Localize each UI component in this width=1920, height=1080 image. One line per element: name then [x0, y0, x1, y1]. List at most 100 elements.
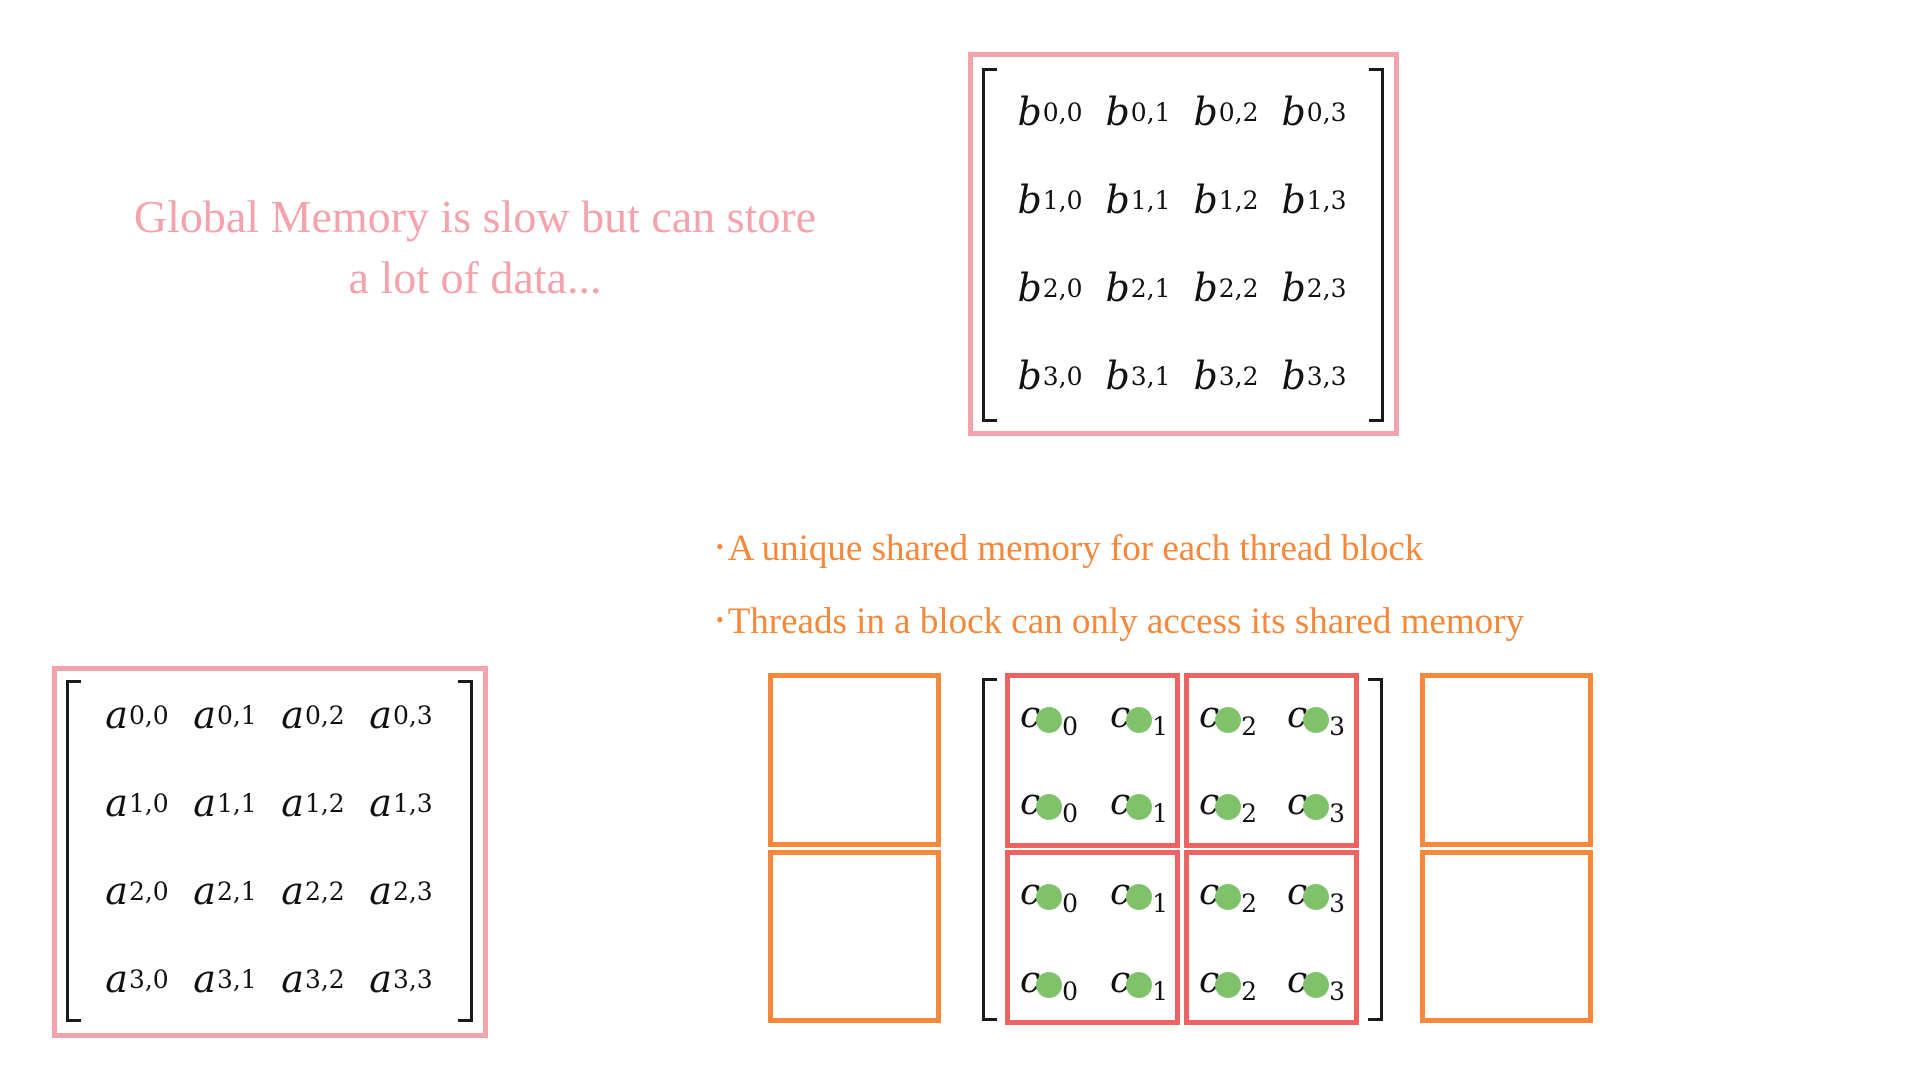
thread-dot-3-1: [1126, 972, 1152, 998]
matrix_b-symbol: b: [1017, 90, 1042, 134]
thread-dot-0-0: [1036, 707, 1062, 733]
matrix-c-symbol: c: [1199, 695, 1220, 736]
matrix-b-left-bracket: [982, 68, 997, 422]
matrix_a-symbol: a: [105, 957, 128, 1001]
matrix_b-subscript: 0,2: [1218, 97, 1259, 127]
thread-dot-2-2: [1215, 884, 1241, 910]
matrix_b-subscript: 3,0: [1042, 361, 1083, 391]
matrix_a-subscript: 3,1: [216, 964, 257, 994]
matrix-a-left-bracket: [66, 680, 81, 1022]
thread-dot-2-3: [1303, 884, 1329, 910]
matrix_b-subscript: 3,2: [1218, 361, 1259, 391]
matrix-c-subscript: 3: [1329, 889, 1346, 918]
matrix_a-subscript: 2,1: [216, 876, 257, 906]
matrix-c-subscript: 2: [1241, 889, 1258, 918]
matrix_a-symbol: a: [281, 693, 304, 737]
matrix-c-symbol: c: [1020, 872, 1041, 913]
matrix-c-subscript: 3: [1329, 977, 1346, 1006]
matrix-c-subscript: 1: [1152, 712, 1169, 741]
shared-memory-block-right-top: [1420, 673, 1593, 847]
matrix_b-symbol: b: [1105, 90, 1130, 134]
thread-dot-0-2: [1215, 707, 1241, 733]
thread-dot-1-2: [1215, 794, 1241, 820]
thread-dot-2-1: [1126, 884, 1152, 910]
caption-line-2: a lot of data...: [348, 252, 602, 303]
thread-block-0-0: [1005, 673, 1180, 848]
thread-block-1-1: [1184, 850, 1359, 1025]
matrix_a-symbol: a: [369, 693, 392, 737]
matrix-a-right-bracket: [458, 680, 473, 1022]
matrix-c-subscript: 3: [1329, 712, 1346, 741]
shared-memory-block-left-top: [768, 673, 941, 847]
matrix_a-symbol: a: [369, 869, 392, 913]
shared-memory-block-right-bottom: [1420, 850, 1593, 1023]
matrix-c-subscript: 2: [1241, 977, 1258, 1006]
thread-dot-1-0: [1036, 794, 1062, 820]
matrix_a-subscript: 2,0: [128, 876, 169, 906]
matrix_b-symbol: b: [1105, 354, 1130, 398]
matrix_a-subscript: 3,0: [128, 964, 169, 994]
matrix_a-subscript: 2,3: [392, 876, 433, 906]
matrix-c-subscript: 2: [1241, 799, 1258, 828]
matrix-c-symbol: c: [1110, 782, 1131, 823]
thread-block-0-1: [1184, 673, 1359, 848]
matrix_b-subscript: 3,1: [1130, 361, 1171, 391]
matrix_a-symbol: a: [105, 869, 128, 913]
matrix_b-subscript: 2,3: [1306, 273, 1347, 303]
matrix_b-symbol: b: [1105, 178, 1130, 222]
matrix_a-subscript: 0,0: [128, 700, 169, 730]
thread-dot-1-3: [1303, 794, 1329, 820]
matrix_a-symbol: a: [369, 781, 392, 825]
matrix_a-symbol: a: [193, 957, 216, 1001]
shared-memory-block-left-bottom: [768, 850, 941, 1023]
matrix_a-symbol: a: [281, 957, 304, 1001]
matrix_b-subscript: 2,0: [1042, 273, 1083, 303]
caption-line-1: Global Memory is slow but can store: [133, 191, 817, 242]
matrix_b-subscript: 1,0: [1042, 185, 1083, 215]
matrix_a-subscript: 0,2: [304, 700, 345, 730]
matrix-c-symbol: c: [1287, 872, 1308, 913]
matrix_a-subscript: 1,0: [128, 788, 169, 818]
matrix-c-subscript: 0: [1062, 799, 1079, 828]
matrix-c-symbol: c: [1287, 960, 1308, 1001]
bullet-1-text: A unique shared memory for each thread b…: [727, 528, 1424, 569]
matrix-c-left-bracket: [982, 678, 997, 1021]
matrix_b-symbol: b: [1105, 266, 1130, 310]
matrix_b-symbol: b: [1017, 178, 1042, 222]
matrix_b-symbol: b: [1281, 178, 1306, 222]
matrix_b-symbol: b: [1193, 354, 1218, 398]
matrix-c-symbol: c: [1110, 872, 1131, 913]
matrix_b-subscript: 0,3: [1306, 97, 1347, 127]
matrix-c-symbol: c: [1287, 695, 1308, 736]
global-memory-matrix-b: [968, 52, 1399, 436]
global-memory-caption: Global Memory is slow but can store a lo…: [100, 186, 850, 308]
